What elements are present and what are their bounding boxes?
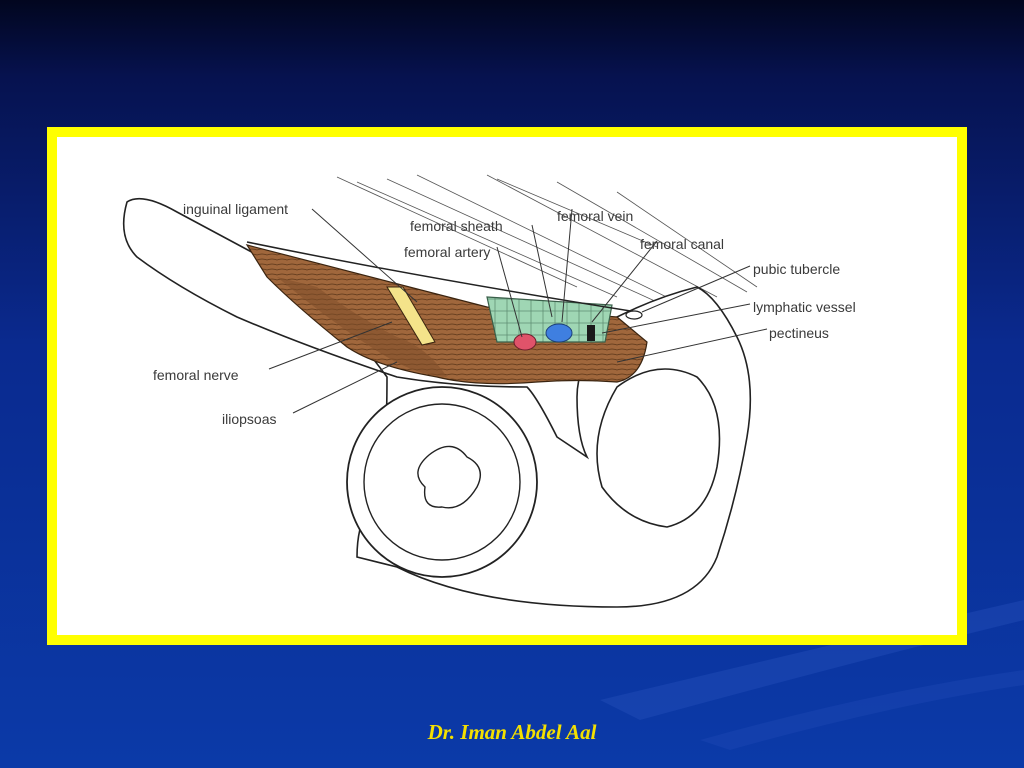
- femoral-vein-vessel: [545, 323, 573, 343]
- label-pubic-tubercle: pubic tubercle: [753, 261, 840, 277]
- label-pectineus: pectineus: [769, 325, 829, 341]
- femoral-artery-vessel: [513, 333, 537, 351]
- lymphatic-vessel-shape: [587, 325, 595, 341]
- label-femoral-canal: femoral canal: [640, 236, 724, 252]
- footer-author: Dr. Iman Abdel Aal: [427, 720, 597, 744]
- label-femoral-nerve: femoral nerve: [153, 367, 239, 383]
- label-lymphatic-vessel: lymphatic vessel: [753, 299, 856, 315]
- pubic-tubercle: [625, 310, 643, 320]
- diagram-canvas: inguinal ligament femoral sheath femoral…: [57, 137, 957, 635]
- obturator-foramen: [596, 368, 721, 528]
- femoral-nerve: [386, 286, 436, 346]
- acetabulum: [346, 386, 538, 578]
- aponeurosis-lines: [336, 174, 758, 308]
- inguinal-ligament: [246, 241, 638, 313]
- femoral-sheath: [486, 296, 613, 343]
- leader-lines: [268, 208, 768, 414]
- label-femoral-sheath: femoral sheath: [410, 218, 503, 234]
- label-iliopsoas: iliopsoas: [222, 411, 276, 427]
- label-femoral-artery: femoral artery: [404, 244, 490, 260]
- femoral-sheath-diagram: inguinal ligament femoral sheath femoral…: [122, 174, 856, 608]
- label-femoral-vein: femoral vein: [557, 208, 633, 224]
- image-frame: inguinal ligament femoral sheath femoral…: [47, 127, 967, 645]
- muscle-mass: [245, 244, 648, 385]
- label-inguinal-ligament: inguinal ligament: [183, 201, 288, 217]
